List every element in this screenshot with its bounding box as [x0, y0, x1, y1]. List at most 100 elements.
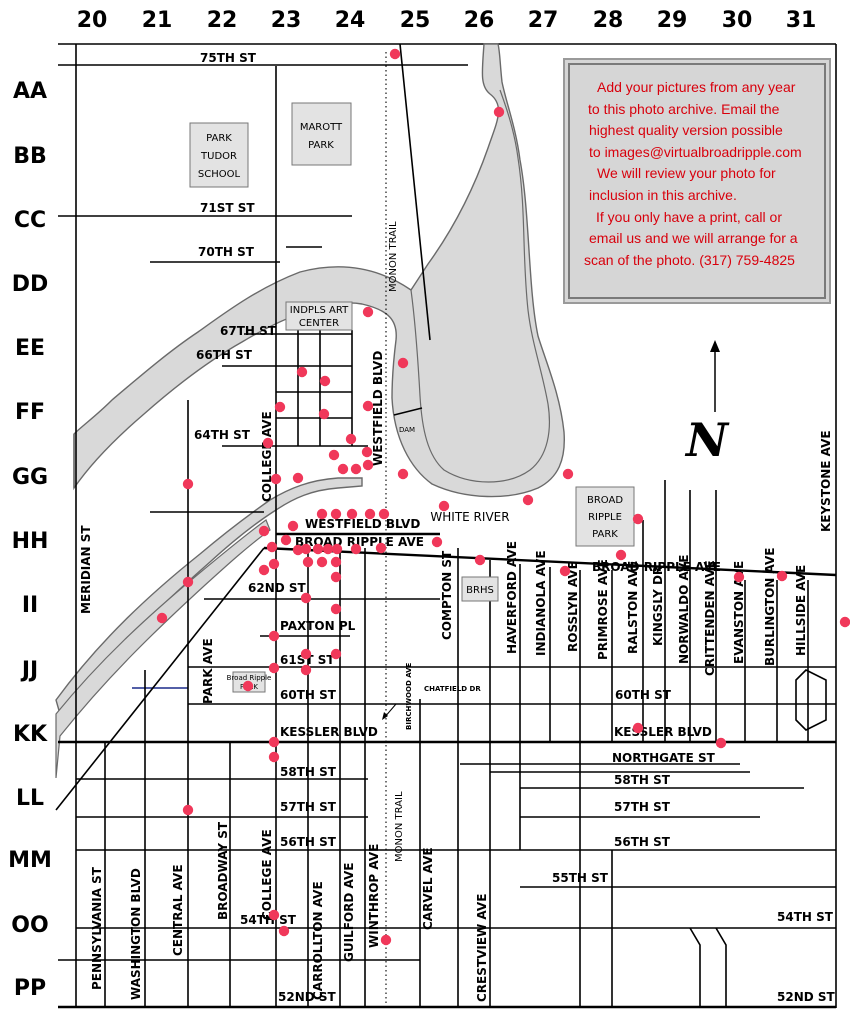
photo-marker[interactable]: [378, 508, 390, 520]
photo-marker[interactable]: [330, 648, 342, 660]
photo-marker[interactable]: [362, 400, 374, 412]
photo-marker[interactable]: [632, 722, 644, 734]
street-64th: 64TH ST: [194, 428, 251, 442]
photo-marker[interactable]: [389, 48, 401, 60]
photo-marker[interactable]: [242, 680, 254, 692]
street-birchwood: BIRCHWOOD AVE: [405, 662, 413, 730]
street-ralston: RALSTON AVE: [626, 561, 640, 654]
photo-marker[interactable]: [350, 463, 362, 475]
street-park-ave: PARK AVE: [201, 638, 215, 704]
photo-marker[interactable]: [268, 751, 280, 763]
photo-marker[interactable]: [322, 543, 334, 555]
photo-marker[interactable]: [280, 534, 292, 546]
notice-line: Add your pictures from any year: [597, 79, 796, 95]
photo-marker[interactable]: [380, 934, 392, 946]
photo-marker[interactable]: [182, 576, 194, 588]
street-central: CENTRAL AVE: [171, 864, 185, 956]
photo-marker[interactable]: [337, 463, 349, 475]
photo-marker[interactable]: [715, 737, 727, 749]
photo-marker[interactable]: [522, 494, 534, 506]
photo-marker[interactable]: [493, 106, 505, 118]
photo-marker[interactable]: [300, 648, 312, 660]
grid-row-ii: II: [22, 593, 38, 618]
photo-marker[interactable]: [397, 468, 409, 480]
photo-marker[interactable]: [330, 603, 342, 615]
photo-marker[interactable]: [296, 366, 308, 378]
photo-marker[interactable]: [562, 468, 574, 480]
street-paxton-pl: PAXTON PL: [280, 619, 356, 633]
photo-marker[interactable]: [316, 556, 328, 568]
photo-marker[interactable]: [268, 736, 280, 748]
photo-marker[interactable]: [278, 925, 290, 937]
photo-marker[interactable]: [156, 612, 168, 624]
photo-marker[interactable]: [292, 472, 304, 484]
photo-marker[interactable]: [346, 508, 358, 520]
photo-marker[interactable]: [274, 401, 286, 413]
photo-marker[interactable]: [431, 536, 443, 548]
photo-marker[interactable]: [268, 630, 280, 642]
photo-marker[interactable]: [364, 508, 376, 520]
photo-marker[interactable]: [262, 437, 274, 449]
places: PARK TUDOR SCHOOL MAROTT PARK INDPLS ART…: [189, 102, 635, 693]
photo-marker[interactable]: [300, 664, 312, 676]
photo-marker[interactable]: [362, 306, 374, 318]
photo-marker[interactable]: [266, 541, 278, 553]
photo-marker[interactable]: [268, 909, 280, 921]
photo-marker[interactable]: [362, 459, 374, 471]
street-carvel: CARVEL AVE: [421, 847, 435, 930]
photo-marker[interactable]: [268, 558, 280, 570]
photo-marker[interactable]: [182, 804, 194, 816]
photo-marker[interactable]: [375, 542, 387, 554]
photo-marker[interactable]: [316, 508, 328, 520]
notice-line: We will review your photo for: [597, 165, 776, 182]
photo-marker[interactable]: [318, 408, 330, 420]
street-52nd-east: 52ND ST: [777, 990, 836, 1004]
street-71st: 71ST ST: [200, 201, 255, 215]
street-57th-west: 57TH ST: [280, 800, 337, 814]
photo-marker[interactable]: [397, 357, 409, 369]
photo-marker[interactable]: [331, 543, 343, 555]
grid-row-dd: DD: [12, 272, 49, 297]
photo-marker[interactable]: [330, 571, 342, 583]
photo-marker[interactable]: [345, 433, 357, 445]
broad-ripple-park-label-1: BROAD: [587, 495, 623, 506]
submission-notice: Add your pictures from any year to this …: [563, 58, 831, 304]
photo-marker[interactable]: [350, 543, 362, 555]
photo-marker[interactable]: [270, 473, 282, 485]
photo-marker[interactable]: [330, 556, 342, 568]
photo-marker[interactable]: [182, 478, 194, 490]
photo-marker[interactable]: [258, 564, 270, 576]
street-61st: 61ST ST: [280, 653, 335, 667]
photo-marker[interactable]: [300, 543, 312, 555]
grid-row-cc: CC: [14, 208, 46, 233]
photo-marker[interactable]: [302, 556, 314, 568]
photo-marker[interactable]: [733, 571, 745, 583]
photo-marker[interactable]: [632, 513, 644, 525]
photo-marker[interactable]: [312, 543, 324, 555]
photo-marker[interactable]: [258, 525, 270, 537]
photo-marker[interactable]: [292, 544, 304, 556]
street-58th-west: 58TH ST: [280, 765, 337, 779]
grid-row-kk: KK: [13, 722, 48, 747]
photo-marker[interactable]: [559, 565, 571, 577]
broad-ripple-park-label-2: RIPPLE: [588, 512, 622, 523]
broad-ripple-park-label-3: PARK: [592, 529, 618, 540]
grid-col-30: 30: [722, 8, 753, 33]
photo-marker[interactable]: [268, 662, 280, 674]
photo-marker[interactable]: [361, 446, 373, 458]
photo-marker[interactable]: [287, 520, 299, 532]
street-labels-horizontal: 75TH ST 71ST ST 70TH ST 67TH ST 66TH ST …: [194, 51, 836, 1004]
photo-marker[interactable]: [615, 549, 627, 561]
street-crestview: CRESTVIEW AVE: [475, 894, 489, 1002]
photo-marker[interactable]: [330, 508, 342, 520]
art-center-label-1: INDPLS ART: [290, 305, 349, 316]
photo-marker[interactable]: [328, 449, 340, 461]
street-62nd: 62ND ST: [248, 581, 307, 595]
photo-marker[interactable]: [474, 554, 486, 566]
photo-marker[interactable]: [839, 616, 850, 628]
photo-marker[interactable]: [776, 570, 788, 582]
photo-marker[interactable]: [438, 500, 450, 512]
photo-marker[interactable]: [319, 375, 331, 387]
photo-marker[interactable]: [300, 592, 312, 604]
